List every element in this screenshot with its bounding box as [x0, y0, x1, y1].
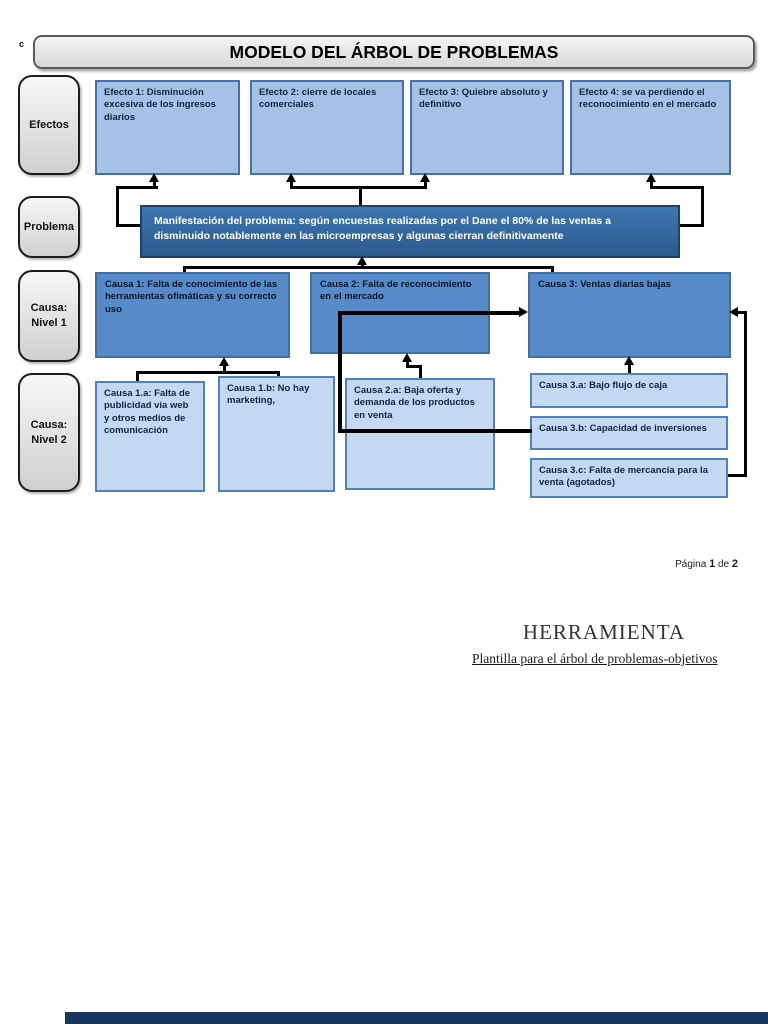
- connector-segment: [361, 264, 364, 269]
- cause3b-box: Causa 3.b: Capacidad de inversiones: [530, 416, 728, 450]
- cause3a-box: Causa 3.a: Bajo flujo de caja: [530, 373, 728, 408]
- arrowhead-up-icon: [149, 173, 159, 182]
- connector-segment-thick: [338, 429, 532, 433]
- arrowhead-up-icon: [420, 173, 430, 182]
- arrowhead-up-icon: [219, 357, 229, 366]
- connector-segment: [744, 311, 747, 477]
- connector-segment: [290, 180, 293, 189]
- connector-segment: [183, 266, 186, 274]
- connector-segment: [136, 371, 139, 383]
- connector-segment: [116, 186, 158, 189]
- connector-segment: [359, 186, 362, 206]
- connector-segment: [628, 363, 631, 374]
- footer-heading: HERRAMIENTA: [522, 620, 686, 644]
- connector-segment: [183, 266, 554, 269]
- connector-segment: [406, 360, 409, 368]
- connector-segment: [424, 180, 427, 189]
- cause2a-box: Causa 2.a: Baja oferta y demanda de los …: [345, 378, 495, 490]
- connector-segment: [551, 266, 554, 274]
- connector-segment: [136, 371, 280, 374]
- connector-segment: [650, 186, 704, 189]
- diagram-title-banner: MODELO DEL ÁRBOL DE PROBLEMAS: [33, 35, 755, 69]
- connector-segment: [650, 180, 653, 189]
- page-title: MODELO DEL ÁRBOL DE PROBLEMAS: [229, 41, 559, 62]
- arrowhead-up-icon: [286, 173, 296, 182]
- bottom-bar: [65, 1012, 768, 1024]
- arrowhead-left-icon: [729, 307, 738, 317]
- sidebar-item-efectos: Efectos: [18, 75, 80, 175]
- sidebar-item-problema: Problema: [18, 196, 80, 258]
- connector-segment: [701, 186, 704, 227]
- connector-segment: [153, 180, 156, 189]
- corner-mark: c: [19, 39, 25, 49]
- arrowhead-up-icon: [357, 256, 367, 265]
- effect-box-4: Efecto 4: se va perdiendo el reconocimie…: [570, 80, 731, 175]
- effect-box-3: Efecto 3: Quiebre absoluto y definitivo: [410, 80, 564, 175]
- cause1a-box: Causa 1.a: Falta de publicidad vía web y…: [95, 381, 205, 492]
- connector-segment: [277, 371, 280, 378]
- cause3c-box: Causa 3.c: Falta de mercancía para la ve…: [530, 458, 728, 498]
- connector-segment: [223, 364, 226, 374]
- connector-segment: [116, 224, 142, 227]
- cause3-box: Causa 3: Ventas diarias bajas: [528, 272, 731, 358]
- connector-segment-thick: [338, 311, 342, 433]
- connector-segment: [116, 186, 119, 227]
- connector-segment: [419, 365, 422, 379]
- effect-box-2: Efecto 2: cierre de locales comerciales: [250, 80, 404, 175]
- effect-box-1: Efecto 1: Disminución excesiva de los in…: [95, 80, 240, 175]
- arrowhead-up-icon: [624, 356, 634, 365]
- connector-segment: [290, 186, 427, 189]
- arrowhead-up-icon: [402, 353, 412, 362]
- connector-segment: [738, 311, 747, 314]
- sidebar-item-causa-nivel-1: Causa: Nivel 1: [18, 270, 80, 362]
- page-number: Página 1 de 2: [675, 558, 738, 570]
- problem-box: Manifestación del problema: según encues…: [140, 205, 680, 258]
- sidebar-item-causa-nivel-2: Causa: Nivel 2: [18, 373, 80, 492]
- connector-segment: [728, 474, 747, 477]
- cause1b-box: Causa 1.b: No hay marketing,: [218, 376, 335, 492]
- cause1-box: Causa 1: Falta de conocimiento de las he…: [95, 272, 290, 358]
- connector-segment: [406, 365, 422, 368]
- arrowhead-up-icon: [646, 173, 656, 182]
- footer-link[interactable]: Plantilla para el árbol de problemas-obj…: [472, 651, 718, 666]
- arrowhead-right-icon: [519, 307, 528, 317]
- connector-segment-thick: [338, 311, 520, 315]
- connector-segment: [678, 224, 704, 227]
